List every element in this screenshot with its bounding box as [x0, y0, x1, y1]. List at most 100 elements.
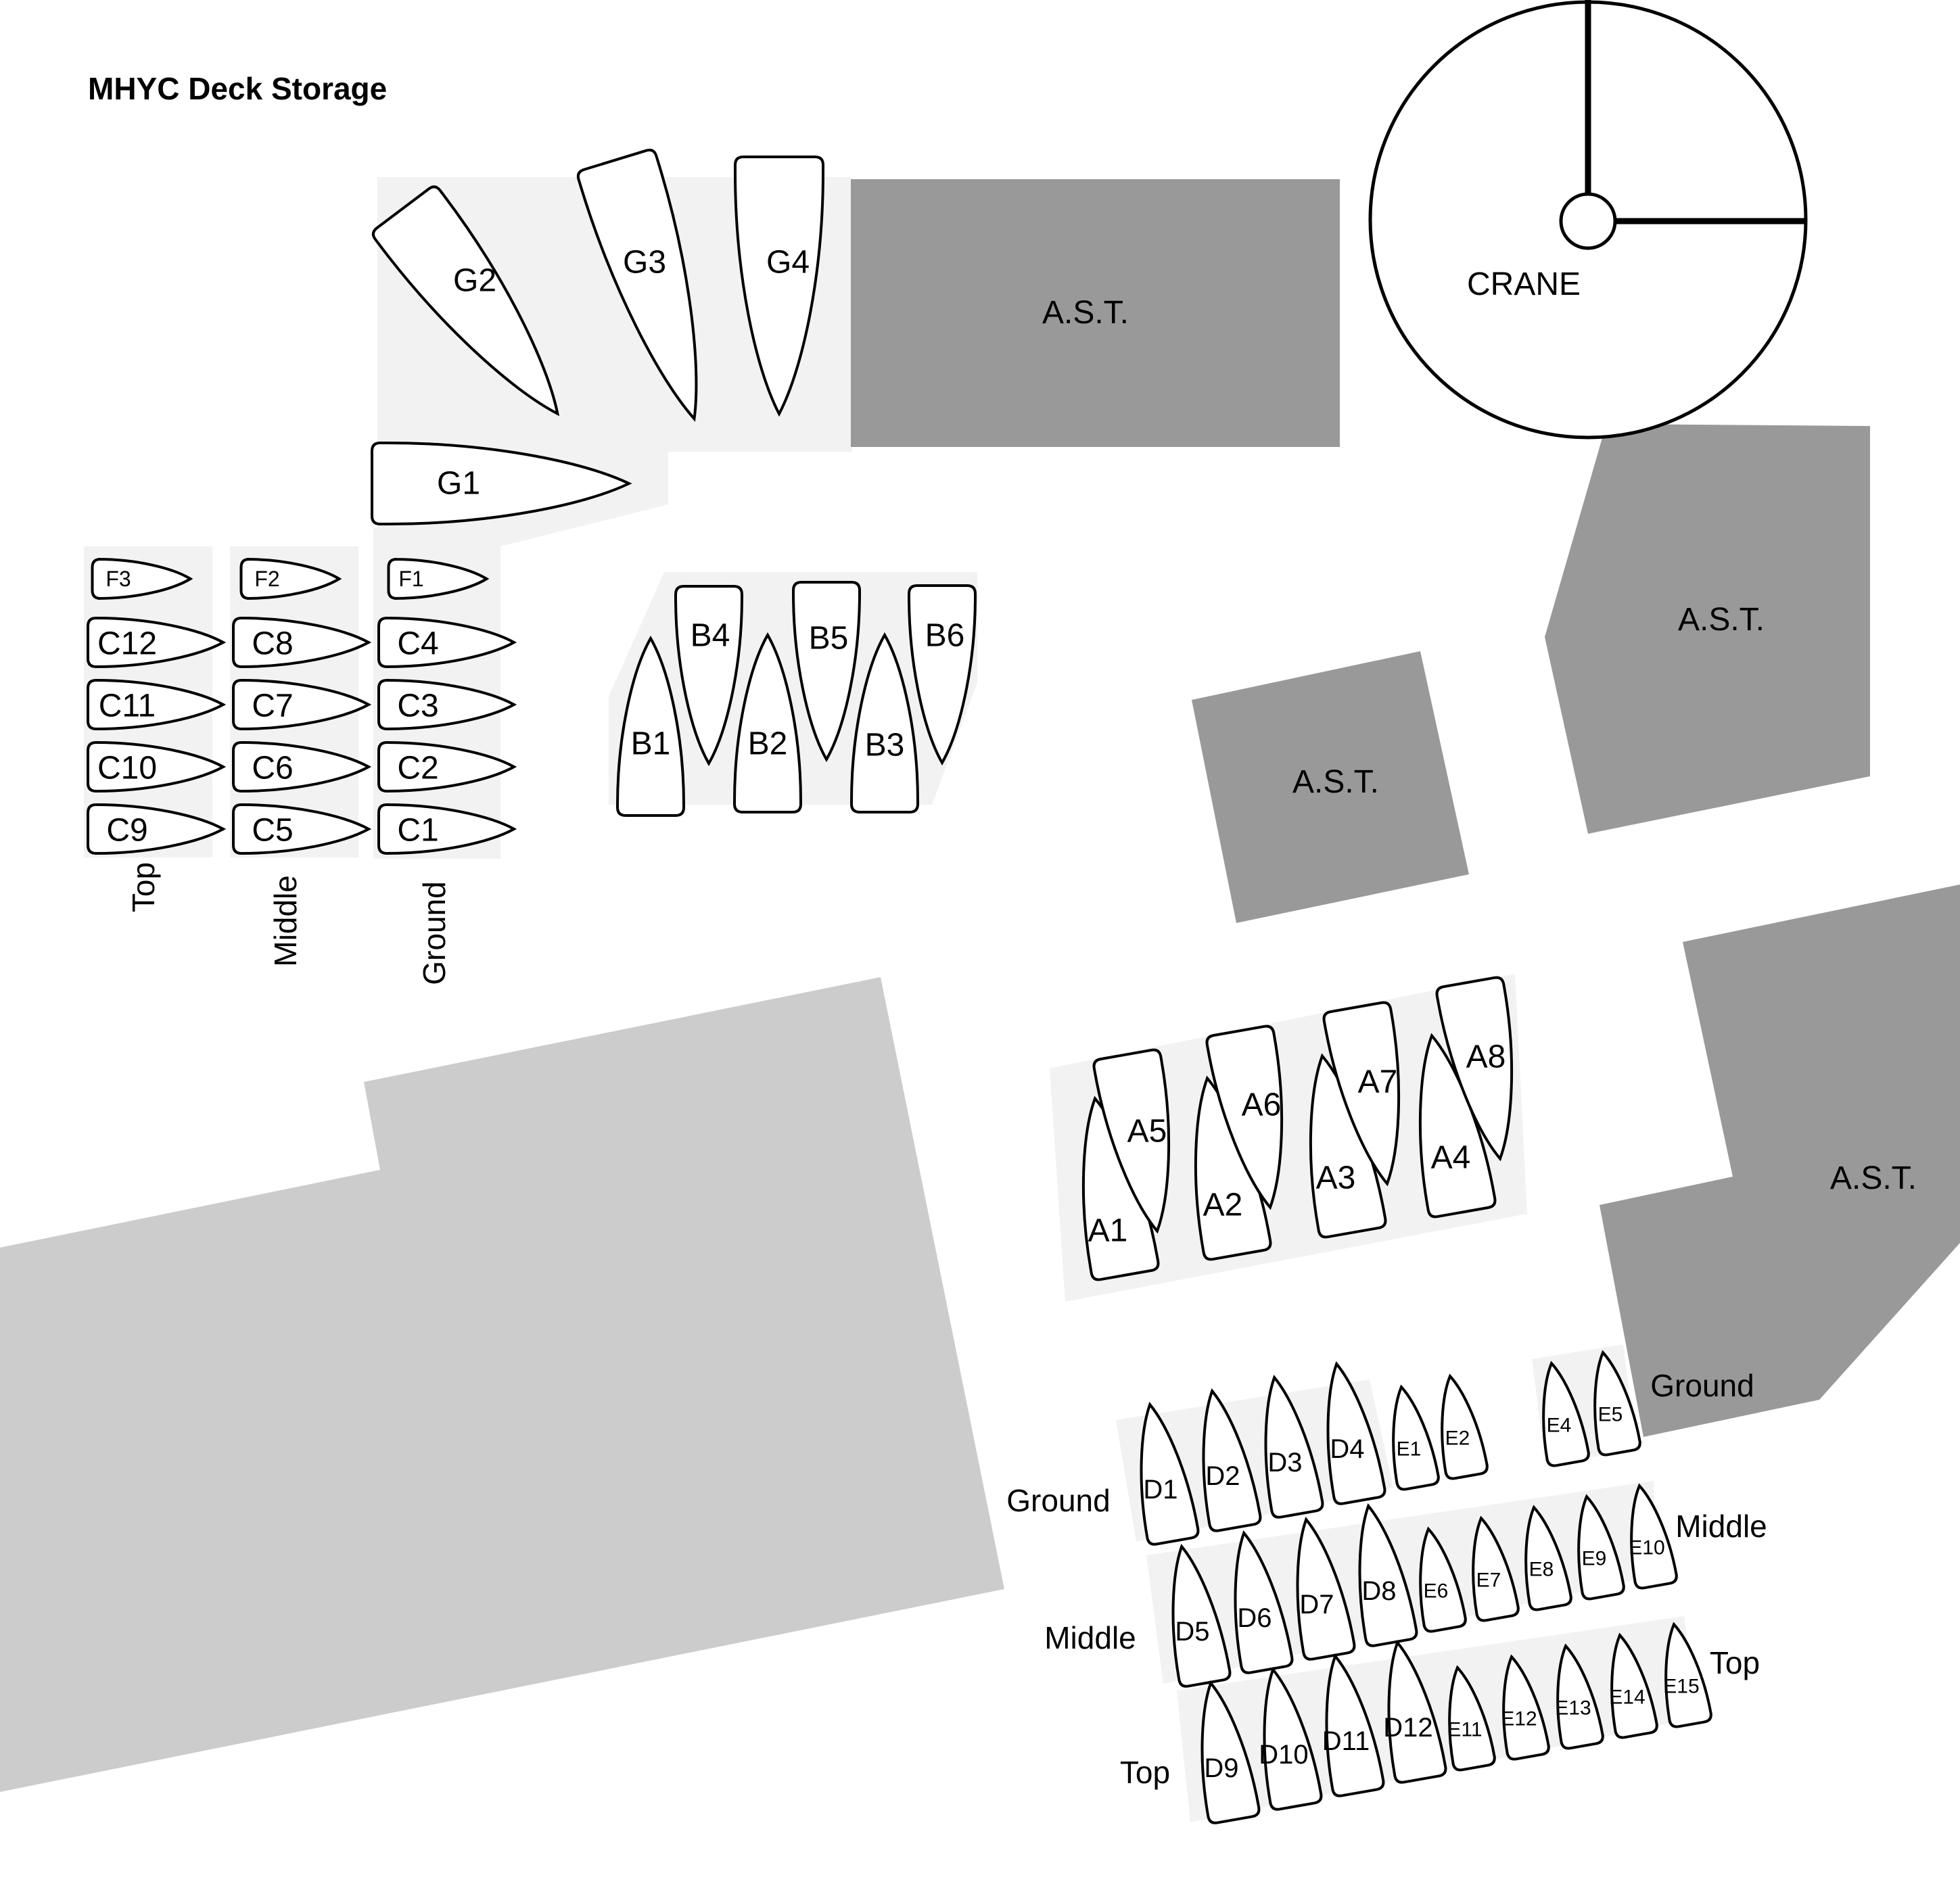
boat-slot-e10[interactable]: E10: [1618, 1482, 1678, 1590]
boat-slot-e5[interactable]: E5: [1582, 1349, 1641, 1457]
boat-slot-d3[interactable]: D3: [1249, 1373, 1324, 1519]
boat-hull-c12: [87, 616, 227, 669]
boat-hull-g3: [576, 148, 698, 422]
boat-hull-e14: [1610, 1632, 1658, 1739]
e-middle-label: Middle: [1675, 1509, 1767, 1544]
boat-slot-c8[interactable]: C8: [232, 616, 372, 669]
boat-slot-c11[interactable]: C11: [87, 678, 227, 731]
boat-label-e1: E1: [1397, 1438, 1422, 1461]
boat-slot-e11[interactable]: E11: [1437, 1664, 1496, 1772]
boat-slot-e13[interactable]: E13: [1545, 1643, 1604, 1750]
boat-slot-b2[interactable]: B2: [733, 632, 802, 813]
boat-slot-d5[interactable]: D5: [1157, 1542, 1232, 1688]
boat-hull-b1: [616, 635, 685, 817]
boat-slot-b6[interactable]: B6: [908, 584, 977, 766]
boat-hull-g1: [371, 442, 632, 525]
building: [0, 977, 1004, 1792]
boat-slot-d10[interactable]: D10: [1248, 1665, 1323, 1811]
boat-slot-d1[interactable]: D1: [1125, 1400, 1200, 1546]
boat-slot-b5[interactable]: B5: [792, 581, 861, 763]
boat-slot-g4[interactable]: G4: [734, 156, 824, 417]
boat-label-a8: A8: [1466, 1039, 1506, 1075]
boat-label-b3: B3: [865, 728, 905, 763]
boat-hull-g2: [371, 185, 560, 417]
boat-slot-e7[interactable]: E7: [1460, 1515, 1520, 1622]
boat-hull-e7: [1472, 1515, 1520, 1622]
boat-slot-d12[interactable]: D12: [1372, 1638, 1447, 1784]
boat-label-a7: A7: [1358, 1064, 1398, 1100]
boat-hull-e13: [1556, 1643, 1604, 1750]
boat-label-d8: D8: [1361, 1576, 1396, 1606]
boat-label-c3: C3: [397, 688, 438, 724]
e-top-label: Top: [1710, 1645, 1760, 1680]
boat-label-c8: C8: [252, 626, 293, 662]
boat-label-e6: E6: [1424, 1580, 1449, 1603]
boat-slot-b4[interactable]: B4: [674, 585, 743, 767]
d-middle-label: Middle: [1044, 1620, 1136, 1655]
boat-slot-d4[interactable]: D4: [1311, 1359, 1386, 1505]
boat-hull-e5: [1593, 1350, 1641, 1457]
boat-hull-d2: [1202, 1388, 1262, 1532]
ast-label-4: A.S.T.: [1830, 1160, 1917, 1196]
boat-slot-e1[interactable]: E1: [1380, 1384, 1440, 1491]
boat-label-d6: D6: [1237, 1603, 1271, 1633]
boat-slot-a8[interactable]: A8: [1435, 976, 1533, 1164]
boat-slot-d2[interactable]: D2: [1187, 1386, 1262, 1532]
boat-label-e10: E10: [1629, 1537, 1664, 1559]
boat-slot-e8[interactable]: E8: [1513, 1504, 1572, 1611]
boat-slot-e4[interactable]: E4: [1531, 1360, 1590, 1467]
boat-slot-a6[interactable]: A6: [1205, 1024, 1303, 1213]
boat-slot-a1[interactable]: A1: [1062, 1093, 1160, 1281]
boat-slot-a2[interactable]: A2: [1174, 1072, 1272, 1261]
boat-slot-a7[interactable]: A7: [1322, 1001, 1420, 1189]
boat-slot-f2[interactable]: F2: [239, 558, 342, 600]
boat-slot-c5[interactable]: C5: [232, 803, 372, 855]
boat-slot-e9[interactable]: E9: [1566, 1493, 1625, 1601]
boat-hull-d5: [1171, 1544, 1232, 1688]
crane-pivot: [1559, 192, 1617, 250]
boat-slot-e6[interactable]: E6: [1407, 1526, 1467, 1633]
boat-label-d10: D10: [1259, 1740, 1308, 1770]
ast-areas: [851, 179, 1960, 1437]
boat-slot-e12[interactable]: E12: [1491, 1653, 1550, 1761]
boat-slot-d11[interactable]: D11: [1310, 1651, 1385, 1797]
boat-slot-c3[interactable]: C3: [377, 678, 517, 731]
boat-label-d2: D2: [1205, 1461, 1240, 1491]
ast-label-2: A.S.T.: [1678, 602, 1765, 638]
boat-slot-g3[interactable]: G3: [576, 148, 733, 431]
boat-slot-c10[interactable]: C10: [87, 740, 227, 793]
boat-slot-e15[interactable]: E15: [1653, 1621, 1712, 1728]
ast-area-1: [851, 179, 1340, 447]
boat-slot-a5[interactable]: A5: [1092, 1048, 1190, 1237]
boat-label-e12: E12: [1501, 1708, 1537, 1730]
boat-hull-d6: [1234, 1530, 1294, 1674]
boat-slot-d8[interactable]: D8: [1343, 1501, 1418, 1647]
crane: [1368, 0, 1808, 440]
boat-slot-c9[interactable]: C9: [87, 803, 227, 855]
boat-slot-g1[interactable]: G1: [371, 442, 632, 525]
page-title: MHYC Deck Storage: [88, 71, 388, 106]
boat-slot-d6[interactable]: D6: [1219, 1528, 1294, 1674]
boat-slot-c6[interactable]: C6: [232, 740, 372, 793]
boat-label-f3: F3: [106, 567, 131, 591]
boat-label-d3: D3: [1267, 1448, 1302, 1478]
boat-slot-g2[interactable]: G2: [371, 184, 590, 438]
boat-label-g3: G3: [623, 245, 666, 281]
boat-slot-d7[interactable]: D7: [1281, 1515, 1356, 1661]
boat-slot-c4[interactable]: C4: [377, 616, 517, 669]
boat-label-d1: D1: [1143, 1475, 1177, 1505]
boat-label-c11: C11: [99, 688, 156, 724]
boat-slot-f1[interactable]: F1: [387, 558, 490, 600]
boat-slot-f3[interactable]: F3: [91, 558, 193, 600]
boat-label-b1: B1: [631, 726, 671, 762]
boat-slot-b1[interactable]: B1: [616, 635, 685, 817]
boat-slot-c1[interactable]: C1: [377, 803, 517, 855]
boat-slot-c7[interactable]: C7: [232, 678, 372, 731]
boat-slot-e14[interactable]: E14: [1599, 1632, 1658, 1739]
boat-slot-e2[interactable]: E2: [1429, 1373, 1489, 1480]
boat-label-b2: B2: [748, 726, 788, 762]
boat-slot-c2[interactable]: C2: [377, 740, 517, 793]
boat-slot-d9[interactable]: D9: [1186, 1678, 1261, 1824]
boat-slot-b3[interactable]: B3: [850, 632, 919, 813]
boat-slot-c12[interactable]: C12: [87, 616, 227, 669]
